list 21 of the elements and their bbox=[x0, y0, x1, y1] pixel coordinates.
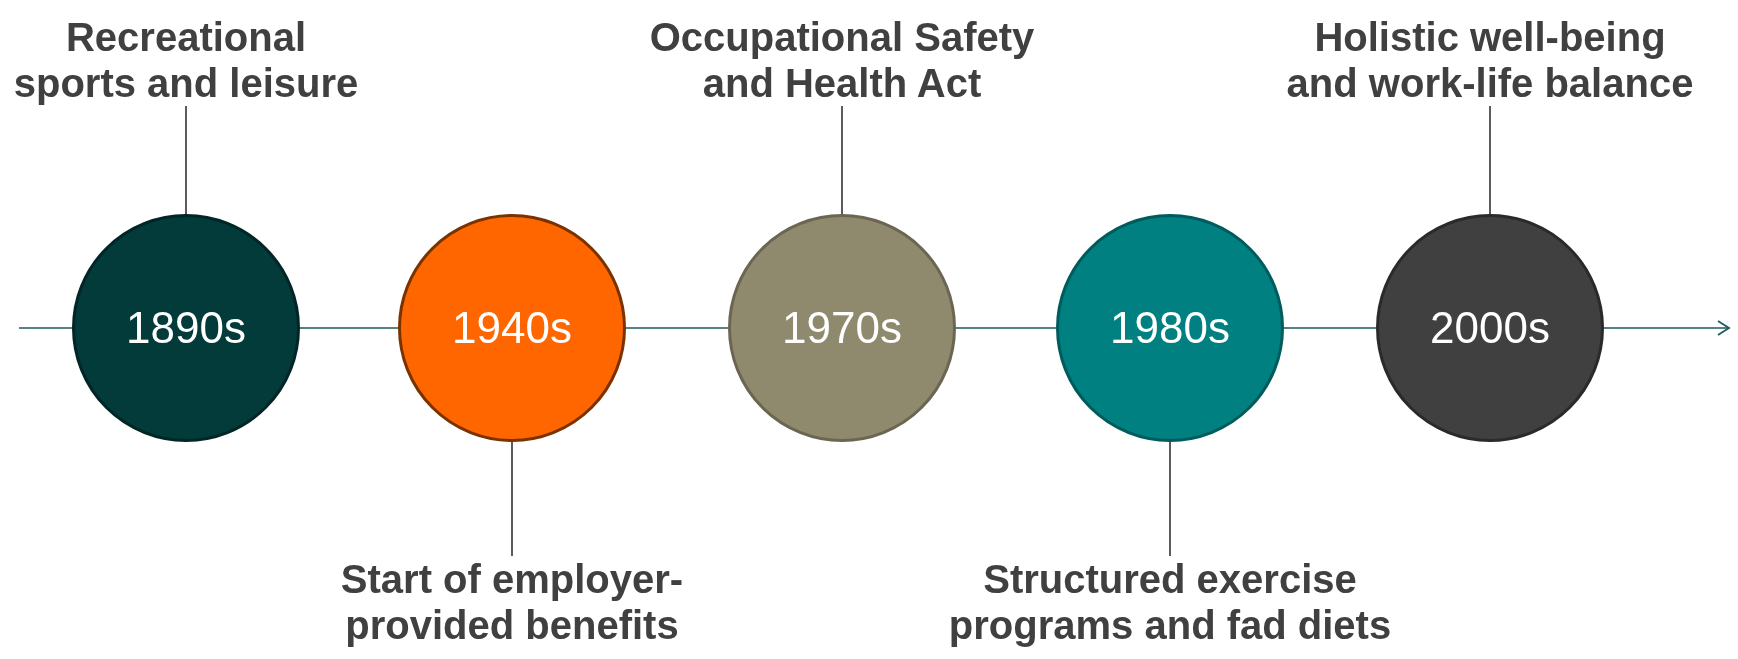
timeline-line bbox=[299, 327, 399, 329]
timeline-line bbox=[1283, 327, 1377, 329]
timeline-line bbox=[955, 327, 1057, 329]
leader-line bbox=[511, 441, 513, 557]
year-circle: 1940s bbox=[398, 214, 626, 442]
leader-line bbox=[841, 105, 843, 215]
milestone-label: Occupational Safety and Health Act bbox=[632, 14, 1052, 106]
leader-line bbox=[1169, 441, 1171, 557]
milestone-label: Start of employer-provided benefits bbox=[322, 556, 702, 648]
milestone-label: Structured exercise programs and fad diets bbox=[942, 556, 1398, 648]
timeline-arrow bbox=[1603, 320, 1730, 336]
timeline-line bbox=[625, 327, 729, 329]
year-circle: 1980s bbox=[1056, 214, 1284, 442]
milestone-label: Recreational sports and leisure bbox=[6, 14, 366, 106]
year-circle: 1970s bbox=[728, 214, 956, 442]
leader-line bbox=[185, 105, 187, 215]
leader-line bbox=[1489, 105, 1491, 215]
milestone-label: Holistic well-being and work-life balance bbox=[1280, 14, 1700, 106]
year-circle: 2000s bbox=[1376, 214, 1604, 442]
year-circle: 1890s bbox=[72, 214, 300, 442]
timeline-line bbox=[18, 327, 73, 329]
